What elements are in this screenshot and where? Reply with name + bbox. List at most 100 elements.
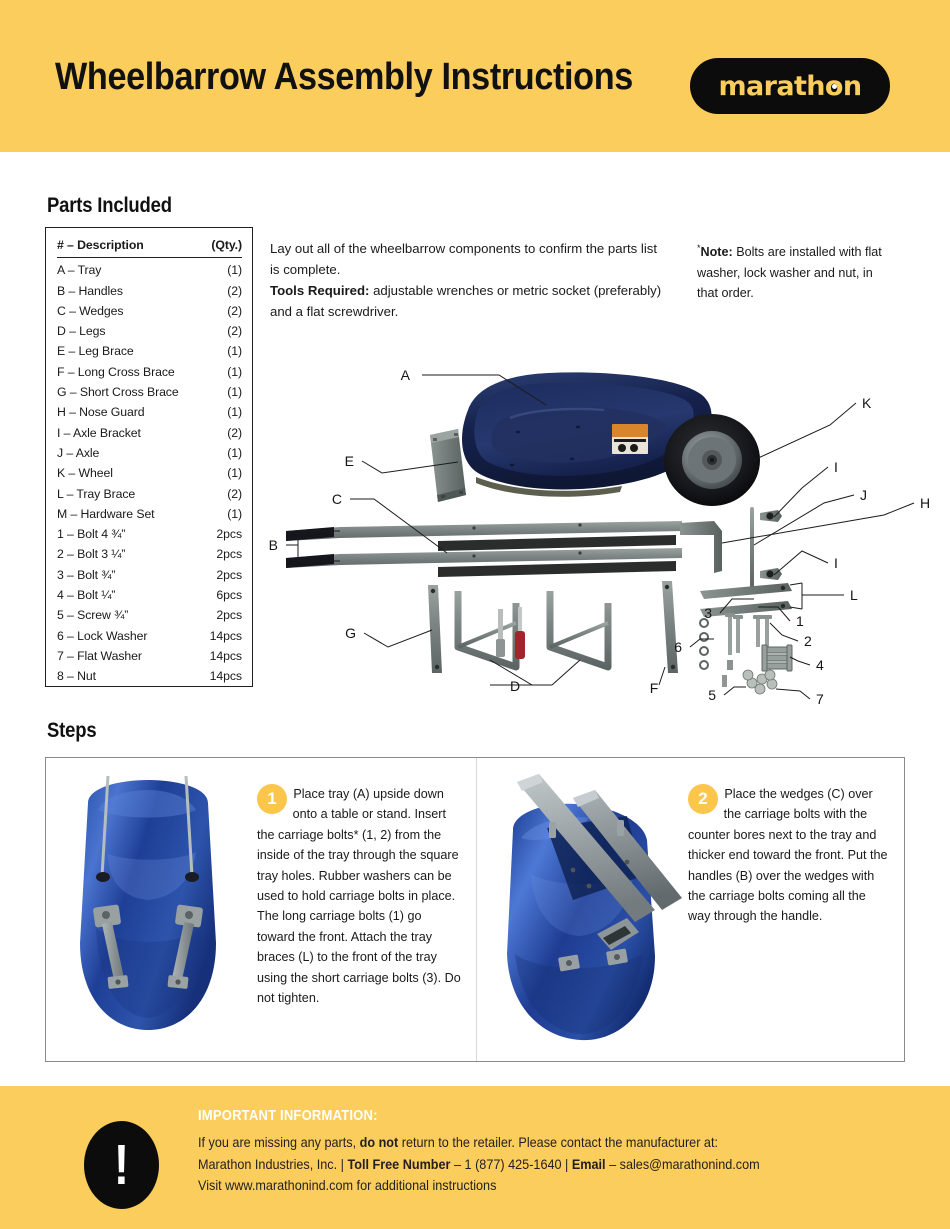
table-row: B – Handles (2) xyxy=(57,281,242,301)
part-description: 7 – Flat Washer xyxy=(57,648,142,663)
footer-contact-text: If you are missing any parts, do not ret… xyxy=(198,1132,868,1197)
diagram-part-handles xyxy=(286,521,682,568)
steps-container: 1 Place tray (A) upside down onto a tabl… xyxy=(45,757,905,1062)
important-information-heading: IMPORTANT INFORMATION: xyxy=(198,1108,378,1124)
diagram-labels: A E C B G D F K I J H I L 3 1 2 6 4 5 7 xyxy=(269,367,930,705)
diagram-hardware-cluster xyxy=(699,613,793,695)
logo-dot-icon xyxy=(831,84,837,89)
table-row: 5 – Screw ¾”2pcs xyxy=(57,605,242,625)
diagram-part-tray-braces xyxy=(700,583,792,617)
column-header-description: # – Description xyxy=(57,238,144,252)
diagram-label-3: 3 xyxy=(704,605,712,621)
part-qty: 2pcs xyxy=(216,547,242,562)
part-description: 3 – Bolt ¾” xyxy=(57,567,116,582)
diagram-label-E: E xyxy=(345,453,354,469)
diagram-part-axle-brackets xyxy=(760,510,782,580)
footer-line1-c: return to the retailer. Please contact t… xyxy=(398,1135,718,1150)
table-row: L – Tray Brace (2) xyxy=(57,484,242,504)
diagram-label-A: A xyxy=(401,367,411,383)
warning-badge: ! xyxy=(84,1121,159,1209)
table-row: 3 – Bolt ¾”2pcs xyxy=(57,565,242,585)
diagram-label-K: K xyxy=(862,395,872,411)
table-row: H – Nose Guard(1) xyxy=(57,402,242,422)
part-qty: (1) xyxy=(227,263,242,278)
step-2-number: 2 xyxy=(688,784,718,814)
table-row: A – Tray (1) xyxy=(57,260,242,280)
diagram-part-leg-brace xyxy=(430,429,466,502)
exclamation-icon: ! xyxy=(113,1132,130,1197)
page-footer: ! xyxy=(0,1086,950,1229)
step-2-instruction: Place the wedges (C) over the carriage b… xyxy=(688,787,888,924)
diagram-part-short-cross-brace xyxy=(428,585,442,673)
step-1-text-block: 1 Place tray (A) upside down onto a tabl… xyxy=(251,758,476,1061)
parts-list-table: # – Description (Qty.) A – Tray (1) B – H… xyxy=(45,227,253,687)
part-qty: (2) xyxy=(227,324,242,339)
part-description: 6 – Lock Washer xyxy=(57,628,148,643)
page-header: Wheelbarrow Assembly Instructions marath… xyxy=(0,0,950,152)
part-qty: 2pcs xyxy=(216,527,242,542)
note-text: Bolts are installed with flat washer, lo… xyxy=(697,245,882,301)
part-description: F – Long Cross Brace xyxy=(57,364,175,379)
table-row: 4 – Bolt ¼”6pcs xyxy=(57,585,242,605)
part-qty: 14pcs xyxy=(209,648,242,663)
diagram-part-wheel xyxy=(664,414,760,506)
part-description: A – Tray xyxy=(57,263,102,278)
diagram-label-6: 6 xyxy=(674,639,682,655)
table-row: E – Leg Brace(1) xyxy=(57,341,242,361)
part-description: J – Axle xyxy=(57,445,100,460)
diagram-label-F: F xyxy=(650,680,659,696)
exploded-parts-diagram: A E C B G D F K I J H I L 3 1 2 6 4 5 7 xyxy=(262,355,934,705)
part-qty: (2) xyxy=(227,486,242,501)
table-header-row: # – Description (Qty.) xyxy=(57,235,242,259)
footer-email-label: Email xyxy=(571,1156,606,1172)
footer-phone: – 1 (877) 425-1640 | xyxy=(450,1156,572,1172)
part-qty: 14pcs xyxy=(209,669,242,684)
diagram-part-tray xyxy=(462,372,712,497)
diagram-leader-lines xyxy=(286,374,915,700)
table-row: 1 – Bolt 4 ¾”2pcs xyxy=(57,524,242,544)
footer-line1-a: If you are missing any parts, xyxy=(198,1135,360,1150)
diagram-label-B: B xyxy=(269,537,278,553)
diagram-label-C: C xyxy=(332,491,342,507)
diagram-label-J: J xyxy=(860,487,867,503)
table-row: C – Wedges (2) xyxy=(57,301,242,321)
part-description: 5 – Screw ¾” xyxy=(57,608,129,623)
diagram-tool-screwdriver xyxy=(496,607,525,659)
diagram-label-5: 5 xyxy=(708,687,716,703)
diagram-part-legs xyxy=(454,591,612,671)
part-qty: (2) xyxy=(227,303,242,318)
part-description: M – Hardware Set xyxy=(57,506,155,521)
part-qty: (2) xyxy=(227,283,242,298)
part-description: C – Wedges xyxy=(57,303,124,318)
part-qty: (1) xyxy=(227,466,242,481)
table-row: 2 – Bolt 3 ¼”2pcs xyxy=(57,544,242,564)
step-2-text-block: 2 Place the wedges (C) over the carriage… xyxy=(682,758,904,1061)
step-1-photo xyxy=(46,758,251,1061)
marathon-logo: marathon xyxy=(690,58,890,114)
logo-wordmark: marathon xyxy=(718,70,863,102)
diagram-part-long-cross-brace xyxy=(662,581,678,673)
diagram-label-4: 4 xyxy=(816,657,824,673)
footer-website: Visit www.marathonind.com for additional… xyxy=(198,1178,497,1193)
footer-do-not: do not xyxy=(359,1135,399,1150)
part-qty: (1) xyxy=(227,405,242,420)
part-qty: (1) xyxy=(227,344,242,359)
part-qty: 14pcs xyxy=(209,628,242,643)
page-title: Wheelbarrow Assembly Instructions xyxy=(55,56,633,98)
column-header-qty: (Qty.) xyxy=(211,238,242,252)
part-qty: (1) xyxy=(227,385,242,400)
part-qty: (1) xyxy=(227,364,242,379)
diagram-label-1: 1 xyxy=(796,613,804,629)
footer-email: – sales@marathonind.com xyxy=(605,1156,760,1172)
part-description: D – Legs xyxy=(57,324,106,339)
step-1-number: 1 xyxy=(257,784,287,814)
part-qty: (2) xyxy=(227,425,242,440)
step-2-photo xyxy=(477,758,682,1061)
bolt-install-note: *Note: Bolts are installed with flat was… xyxy=(697,238,897,304)
diagram-label-G: G xyxy=(345,625,356,641)
part-description: L – Tray Brace xyxy=(57,486,136,501)
diagram-label-H: H xyxy=(920,495,930,511)
part-description: B – Handles xyxy=(57,283,123,298)
